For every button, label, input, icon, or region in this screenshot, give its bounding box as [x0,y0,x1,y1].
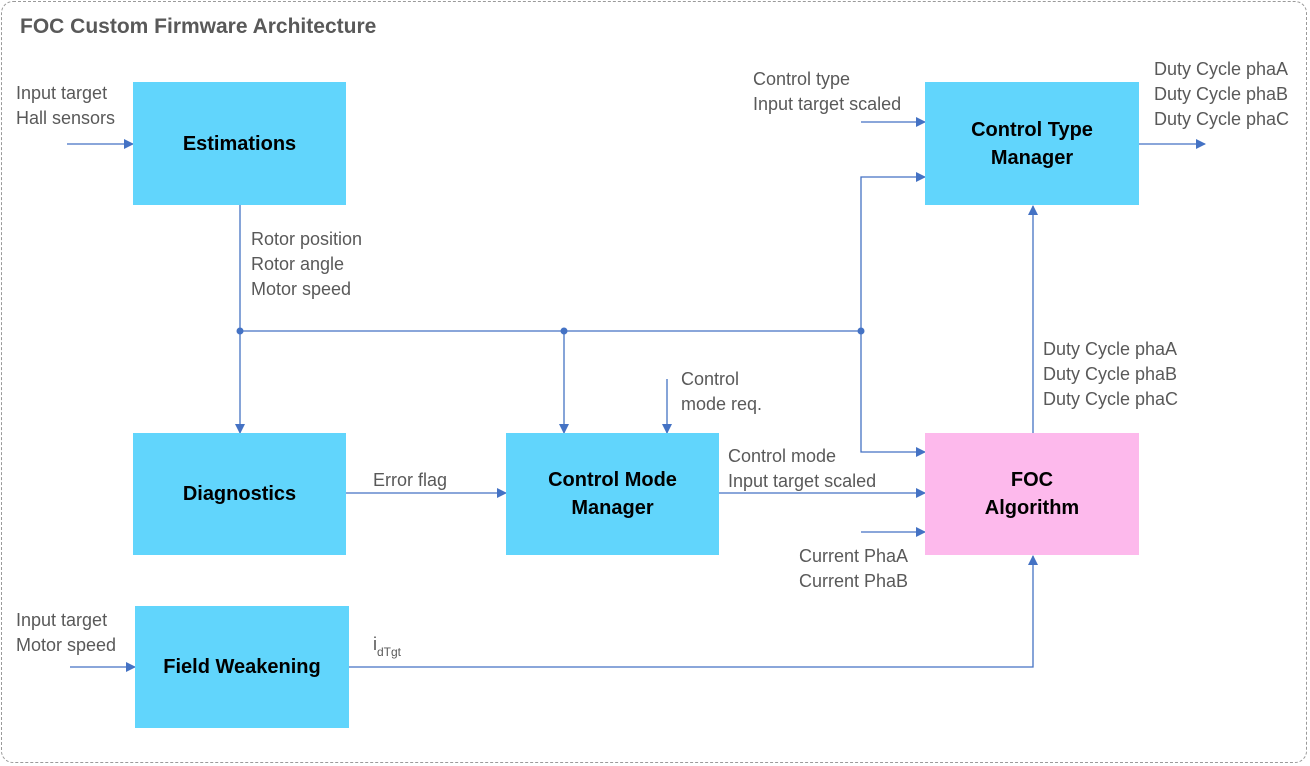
ctm-label-line2: Manager [990,146,1074,169]
wire-fw-foc [349,555,1038,668]
control-type-manager-block: Control Type Manager [925,82,1139,205]
foc-output-label: Duty Cycle phaA Duty Cycle phaB Duty Cyc… [1043,337,1178,412]
label-line: Motor speed [16,635,117,655]
label-line: Duty Cycle phaC [1043,389,1179,409]
label-line: Duty Cycle phaB [1043,364,1178,384]
ctm-input-label: Control type Input target scaled [753,67,901,117]
label-line: Input target [16,610,108,630]
estimations-label: Estimations [182,132,297,155]
label-line: Input target scaled [753,94,902,114]
diagnostics-label: Diagnostics [182,483,297,505]
idtgt-subscript: dTgt [377,645,402,659]
wire-bus-foc [860,331,926,457]
ctm-label-line1: Control Type [971,118,1093,141]
field-weakening-label: Field Weakening [163,656,321,678]
field-weakening-block: Field Weakening [135,606,349,728]
label-line: Control type [753,69,851,89]
label-line: Control mode [728,446,837,466]
label-line: Input target [16,83,108,103]
label-line: Error flag [373,470,448,490]
cmm-label-line2: Manager [571,497,654,519]
ctm-output-label: Duty Cycle phaA Duty Cycle phaB Duty Cyc… [1154,57,1289,132]
label-line: Rotor angle [251,254,345,274]
label-line: Duty Cycle phaA [1043,339,1178,359]
label-line: Duty Cycle phaA [1154,59,1289,79]
junction-dot [857,327,865,335]
junction-dot [236,327,244,335]
wire-bus-ctm [860,172,926,331]
label-line: Current PhaB [799,571,909,591]
diagram-title: FOC Custom Firmware Architecture [20,15,377,38]
cmm-output-label: Control mode Input target scaled [728,444,876,494]
label-line: Motor speed [251,279,352,299]
label-line: Rotor position [251,229,363,249]
label-line: mode req. [681,394,763,414]
control-mode-req-label: Control mode req. [681,367,762,417]
estimations-output-label: Rotor position Rotor angle Motor speed [251,227,362,302]
label-line: Control [681,369,740,389]
currents-label: Current PhaA Current PhaB [799,544,908,594]
label-line: Input target scaled [728,471,877,491]
diagnostics-block: Diagnostics [133,433,346,555]
estimations-block: Estimations [133,82,346,205]
control-mode-manager-block: Control Mode Manager [506,433,719,555]
foc-label-line1: FOC [1010,469,1054,491]
label-line: Current PhaA [799,546,909,566]
foc-label-line2: Algorithm [984,497,1080,519]
foc-algorithm-block: FOC Algorithm [925,433,1139,555]
error-flag-label: Error flag [373,468,447,493]
junction-dot [560,327,568,335]
cmm-label-line1: Control Mode [548,469,677,491]
fw-input-label: Input target Motor speed [16,608,116,658]
estimations-input-label: Input target Hall sensors [16,81,115,131]
idtgt-main: i [373,634,377,654]
label-line: Hall sensors [16,108,116,128]
label-line: Duty Cycle phaC [1154,109,1290,129]
label-line: Duty Cycle phaB [1154,84,1289,104]
idtgt-label: idTgt [373,632,401,665]
